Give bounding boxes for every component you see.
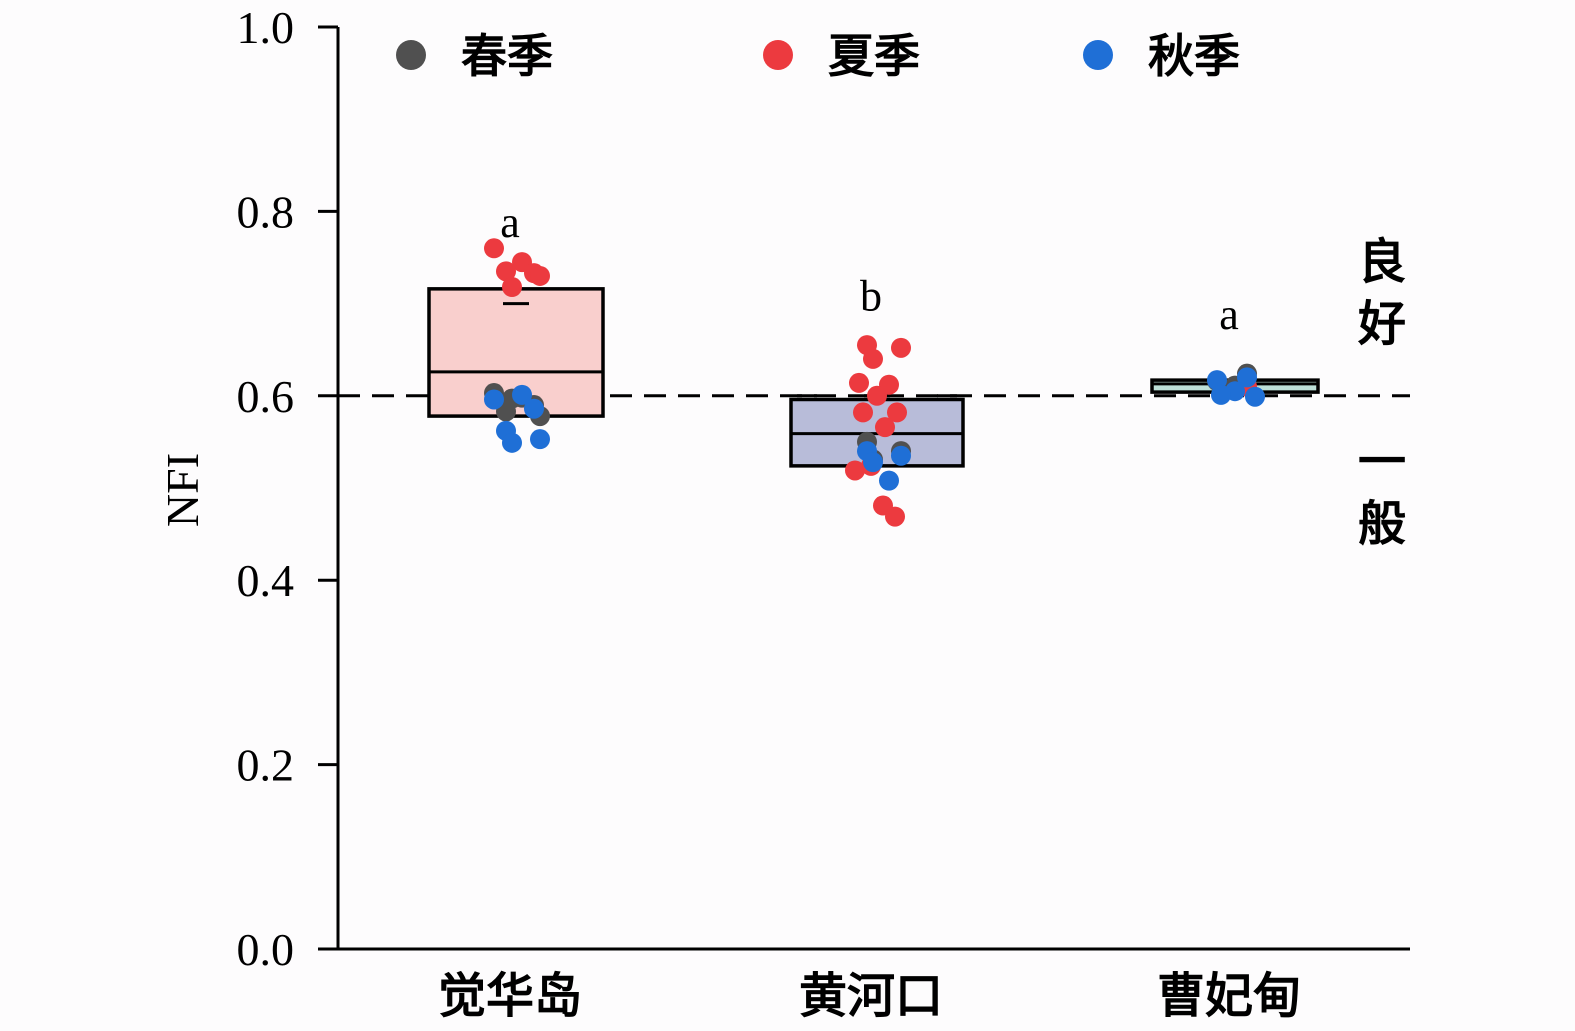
points-layer — [484, 238, 1265, 527]
data-point — [879, 470, 899, 491]
data-point — [845, 460, 865, 481]
data-point — [512, 384, 532, 405]
axes-layer — [318, 25, 1410, 951]
data-point — [875, 417, 895, 438]
y-tick-label: 0.8 — [237, 186, 295, 237]
data-point — [1245, 386, 1265, 407]
data-point — [853, 402, 873, 423]
data-point — [863, 348, 883, 369]
legend-label: 夏季 — [828, 29, 920, 83]
threshold-label-below: 一 — [1358, 434, 1406, 490]
data-point — [885, 506, 905, 527]
data-point — [891, 337, 911, 358]
y-tick-label: 0.6 — [237, 371, 295, 422]
data-point — [1211, 384, 1231, 405]
data-point — [887, 402, 907, 423]
threshold-label-below: 般 — [1358, 496, 1406, 552]
data-point — [484, 238, 504, 259]
x-category-label: 曹妃甸 — [1157, 968, 1301, 1024]
legend-marker — [1083, 40, 1113, 70]
legend-marker — [763, 40, 793, 70]
data-point — [524, 398, 544, 419]
threshold-label-above: 良 — [1358, 234, 1406, 290]
legend-label: 春季 — [461, 29, 553, 83]
y-tick-label: 0.4 — [237, 555, 295, 606]
data-point — [502, 432, 522, 453]
data-point — [530, 429, 550, 450]
data-point — [863, 452, 883, 473]
data-point — [849, 372, 869, 393]
y-tick-label: 0.2 — [237, 740, 295, 791]
threshold-label-above: 好 — [1357, 296, 1406, 352]
x-category-label: 觉华岛 — [438, 968, 582, 1024]
significance-letter: b — [860, 272, 882, 321]
y-tick-label: 1.0 — [237, 2, 295, 53]
data-point — [891, 445, 911, 466]
y-axis-title: NFI — [157, 453, 208, 527]
data-point — [530, 265, 550, 286]
significance-letter: a — [1219, 290, 1239, 339]
data-point — [1237, 367, 1257, 388]
data-point — [502, 277, 522, 298]
data-point — [496, 261, 516, 282]
legend-marker — [396, 40, 426, 70]
data-point — [484, 389, 504, 410]
significance-letter: a — [500, 198, 520, 247]
legend-label: 秋季 — [1148, 29, 1240, 83]
x-category-label: 黄河口 — [799, 968, 943, 1024]
y-tick-label: 0.0 — [237, 924, 295, 975]
data-point — [867, 385, 887, 406]
